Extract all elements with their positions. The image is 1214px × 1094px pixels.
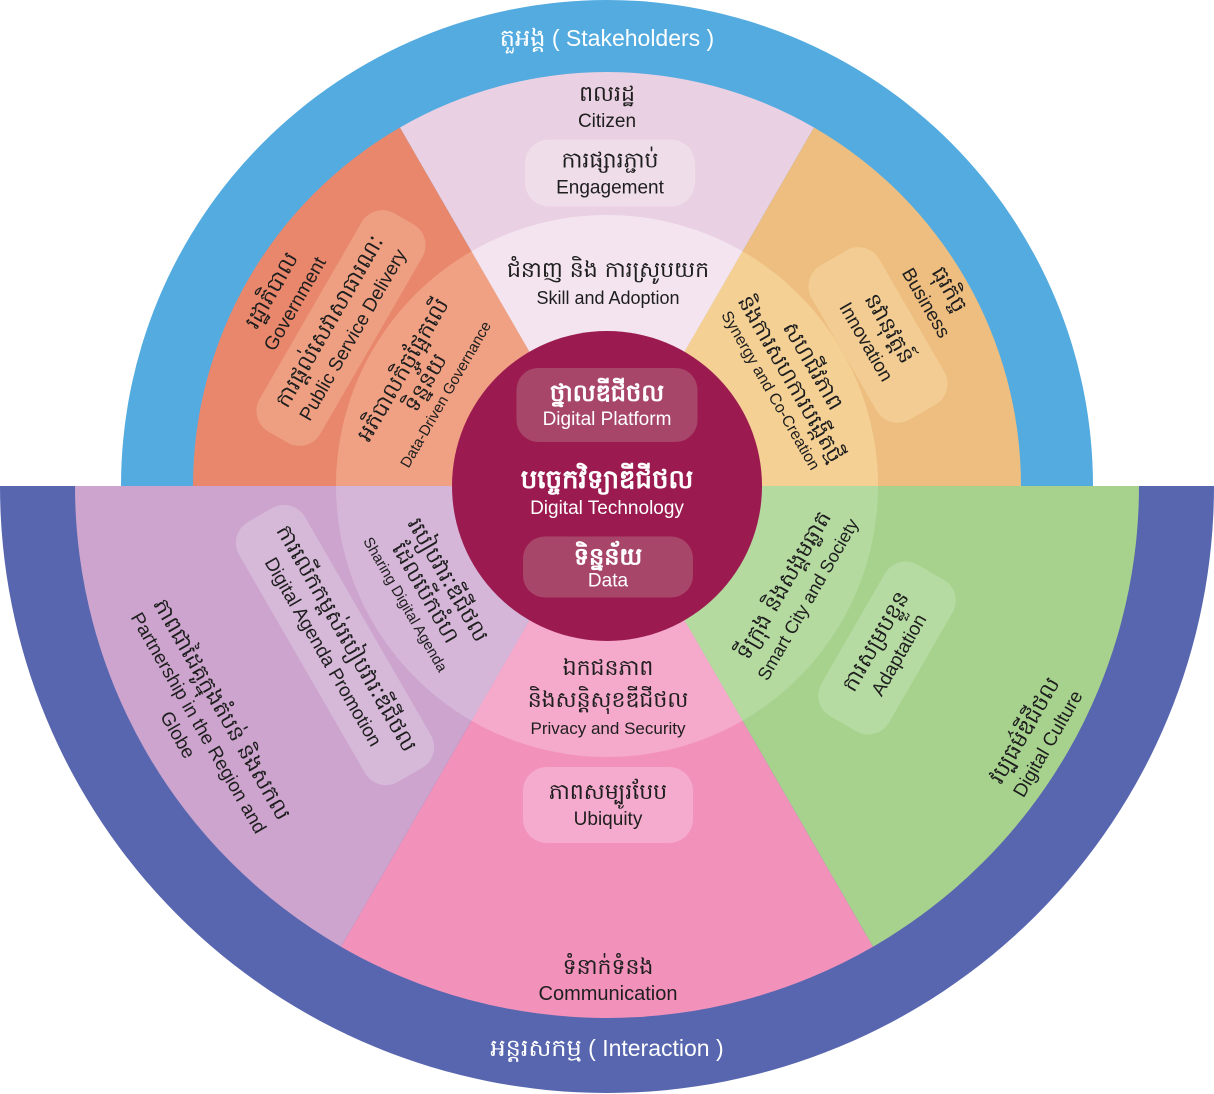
ubiquity-pill-en: Ubiquity (573, 809, 643, 830)
engagement-pill-km: ការផ្សារភ្ជាប់ (561, 148, 659, 173)
interaction-label: អន្តរសកម្ម ( Interaction ) (490, 1033, 723, 1063)
interaction-label-km: អន្តរសកម្ម (490, 1034, 582, 1062)
citizen-label: ពលរដ្ឋ Citizen (578, 80, 636, 134)
digital-technology-km: បច្ចេកវិទ្យាឌីជីថល (520, 465, 694, 495)
skill-adoption-label: ជំនាញ និង ការស្រូបយក Skill and Adoption (507, 256, 709, 310)
digital-platform-pill: ថ្នាលឌីជីថល Digital Platform (516, 368, 698, 442)
stakeholders-label: តួអង្គ ( Stakeholders ) (500, 23, 714, 53)
ubiquity-pill: ភាពសម្បូរបែប Ubiquity (523, 767, 693, 843)
engagement-pill-en: Engagement (556, 177, 664, 198)
privacy-security-en: Privacy and Security (530, 719, 686, 738)
engagement-pill: ការផ្សារភ្ជាប់ Engagement (525, 139, 695, 207)
privacy-security-km-2: និងសន្តិសុខឌីជីថល (527, 688, 689, 713)
data-en: Data (587, 570, 629, 591)
interaction-label-en: ( Interaction ) (588, 1035, 724, 1061)
digital-technology-label: បច្ចេកវិទ្យាឌីជីថល Digital Technology (521, 463, 693, 521)
skill-adoption-label-en: Skill and Adoption (536, 288, 680, 308)
stakeholders-label-en: ( Stakeholders ) (551, 25, 715, 51)
data-pill: ទិន្នន័យ Data (523, 536, 693, 598)
communication-label-en: Communication (538, 983, 678, 1005)
ubiquity-pill-km: ភាពសម្បូរបែប (548, 780, 668, 805)
data-km: ទិន្នន័យ (573, 542, 643, 570)
digital-platform-en: Digital Platform (542, 409, 672, 430)
citizen-label-km: ពលរដ្ឋ (579, 82, 635, 107)
communication-label-km: ទំនាក់ទំនង (562, 955, 654, 980)
stakeholders-label-km: តួអង្គ (499, 24, 546, 52)
skill-adoption-label-km: ជំនាញ និង ការស្រូបយក (506, 258, 710, 283)
digital-technology-en: Digital Technology (530, 498, 684, 519)
communication-label: ទំនាក់ទំនង Communication (539, 954, 678, 1006)
privacy-security-km-1: ឯកជនភាព (562, 656, 654, 681)
citizen-label-en: Citizen (577, 111, 637, 132)
digital-platform-km: ថ្នាលឌីជីថល (549, 379, 665, 407)
privacy-security-label: ឯកជនភាព និងសន្តិសុខឌីជីថល Privacy and Se… (528, 653, 689, 741)
